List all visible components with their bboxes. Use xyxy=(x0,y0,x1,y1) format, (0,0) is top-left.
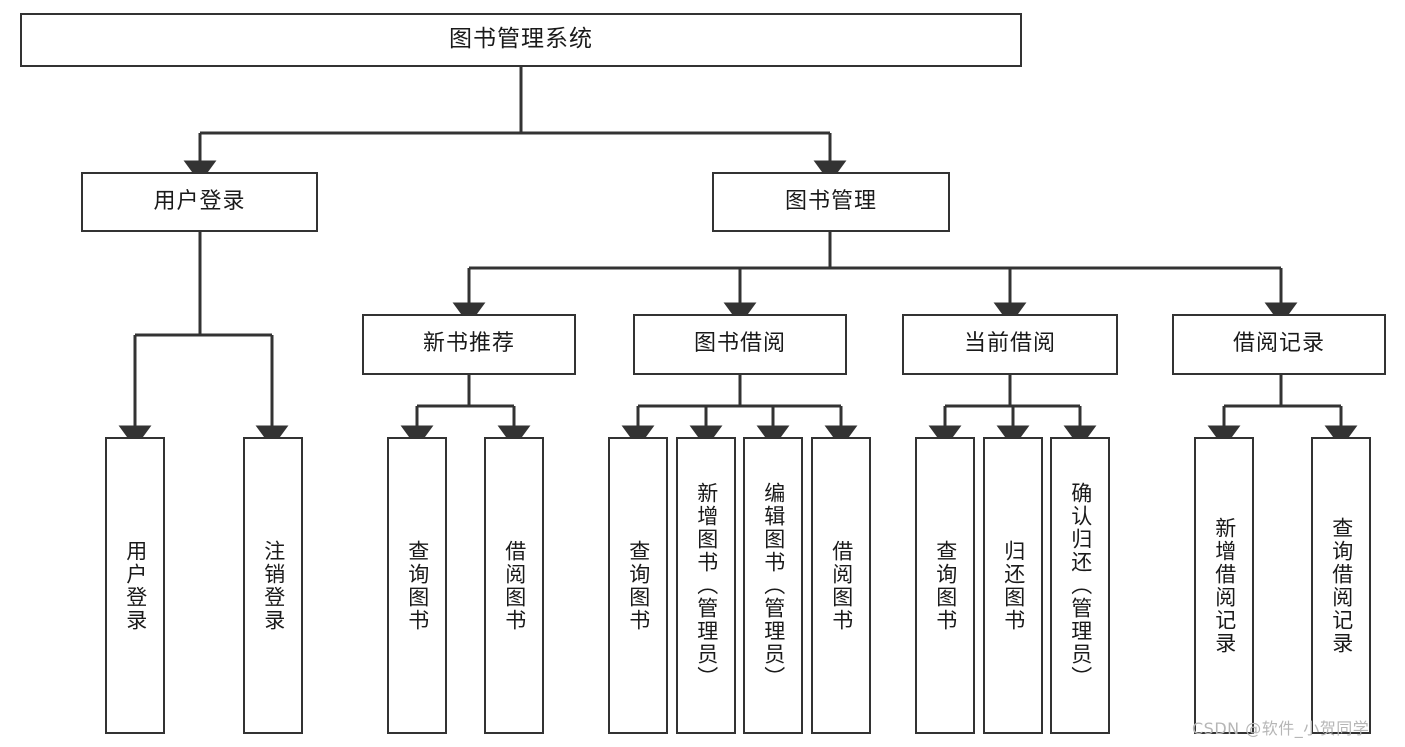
node-book-borrow-label: 图书借阅 xyxy=(693,331,786,357)
leaf-new-book-1-label: 查询图书 xyxy=(405,539,430,632)
leaf-book-borrow-2[interactable]: 新增图书（管理员） xyxy=(676,437,736,734)
node-user-login[interactable]: 用户登录 xyxy=(81,172,318,232)
leaf-book-borrow-2-label: 新增图书（管理员） xyxy=(694,482,719,689)
node-book-manage-label: 图书管理 xyxy=(784,188,877,214)
watermark-text: CSDN @软件_小贺同学 xyxy=(1192,719,1370,738)
leaf-book-borrow-1-label: 查询图书 xyxy=(626,539,651,632)
leaf-current-borrow-3[interactable]: 确认归还（管理员） xyxy=(1050,437,1110,734)
leaf-new-book-1[interactable]: 查询图书 xyxy=(387,437,447,734)
leaf-user-login-2[interactable]: 注销登录 xyxy=(243,437,303,734)
leaf-current-borrow-1[interactable]: 查询图书 xyxy=(915,437,975,734)
node-book-manage[interactable]: 图书管理 xyxy=(712,172,950,232)
leaf-borrow-record-1[interactable]: 新增借阅记录 xyxy=(1194,437,1254,734)
leaf-borrow-record-1-label: 新增借阅记录 xyxy=(1212,516,1237,655)
node-new-book-recommend[interactable]: 新书推荐 xyxy=(362,314,576,375)
node-user-login-label: 用户登录 xyxy=(153,188,246,214)
leaf-borrow-record-2-label: 查询借阅记录 xyxy=(1329,516,1354,655)
leaf-book-borrow-4[interactable]: 借阅图书 xyxy=(811,437,871,734)
leaf-book-borrow-3-label: 编辑图书（管理员） xyxy=(761,482,786,689)
leaf-current-borrow-1-label: 查询图书 xyxy=(933,539,958,632)
leaf-book-borrow-3[interactable]: 编辑图书（管理员） xyxy=(743,437,803,734)
leaf-current-borrow-2-label: 归还图书 xyxy=(1001,539,1026,632)
leaf-book-borrow-1[interactable]: 查询图书 xyxy=(608,437,668,734)
node-borrow-record[interactable]: 借阅记录 xyxy=(1172,314,1386,375)
leaf-borrow-record-2[interactable]: 查询借阅记录 xyxy=(1311,437,1371,734)
node-root[interactable]: 图书管理系统 xyxy=(20,13,1022,67)
leaf-new-book-2-label: 借阅图书 xyxy=(502,539,527,632)
node-root-label: 图书管理系统 xyxy=(449,26,593,53)
node-current-borrow[interactable]: 当前借阅 xyxy=(902,314,1118,375)
leaf-book-borrow-4-label: 借阅图书 xyxy=(829,539,854,632)
node-borrow-record-label: 借阅记录 xyxy=(1232,331,1325,357)
node-current-borrow-label: 当前借阅 xyxy=(963,331,1056,357)
leaf-new-book-2[interactable]: 借阅图书 xyxy=(484,437,544,734)
leaf-current-borrow-2[interactable]: 归还图书 xyxy=(983,437,1043,734)
leaf-user-login-1-label: 用户登录 xyxy=(123,539,148,632)
node-new-book-recommend-label: 新书推荐 xyxy=(422,331,515,357)
leaf-current-borrow-3-label: 确认归还（管理员） xyxy=(1068,482,1093,689)
leaf-user-login-1[interactable]: 用户登录 xyxy=(105,437,165,734)
node-book-borrow[interactable]: 图书借阅 xyxy=(633,314,847,375)
leaf-user-login-2-label: 注销登录 xyxy=(261,539,286,632)
